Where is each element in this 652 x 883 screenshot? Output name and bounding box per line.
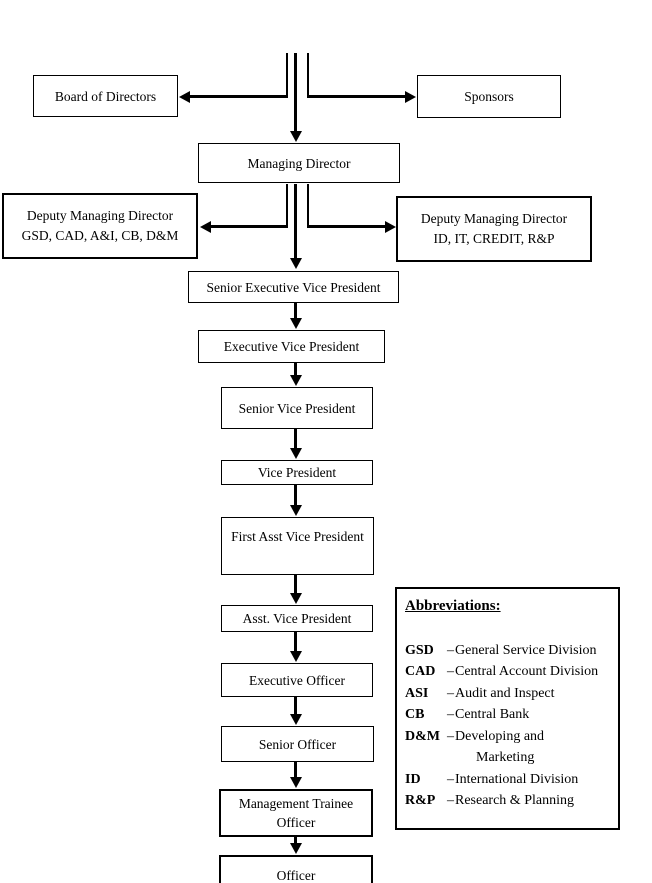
node-senior-vice-president-label: Senior Vice President — [238, 400, 356, 416]
node-vice-president-label: Vice President — [257, 465, 337, 480]
arrow-to-mgmt-trainee-icon — [290, 777, 302, 788]
node-officer-label: Officer — [276, 867, 316, 883]
node-first-asst-vice-president: First Asst Vice President — [221, 517, 374, 575]
connector-so-mto-line — [294, 762, 297, 778]
abbreviation-dash: – — [447, 728, 454, 744]
abbreviation-dash: – — [447, 642, 454, 658]
node-managing-director-label: Managing Director — [247, 155, 351, 171]
arrow-to-sevp-icon — [290, 258, 302, 269]
node-executive-vice-president: Executive Vice President — [198, 330, 385, 363]
top-branch-right-line — [307, 53, 309, 97]
arrow-to-managing-director-icon — [290, 131, 302, 142]
node-management-trainee-officer-line1: Management Trainee — [238, 796, 354, 811]
node-deputy-md-right: Deputy Managing Director ID, IT, CREDIT,… — [396, 196, 592, 262]
connector-mto-officer-line — [294, 837, 297, 845]
node-asst-vice-president-label: Asst. Vice President — [242, 611, 352, 626]
abbreviations-box: Abbreviations: GSD – General Service Div… — [395, 587, 620, 830]
arrow-to-sponsors-icon — [405, 91, 416, 103]
node-senior-executive-vice-president-label: Senior Executive Vice President — [206, 279, 381, 295]
node-executive-officer-label: Executive Officer — [248, 672, 346, 688]
arrow-to-senior-officer-icon — [290, 714, 302, 725]
abbreviation-dash: – — [447, 793, 454, 808]
connector-favp-avp-line — [294, 575, 297, 594]
node-executive-vice-president-label: Executive Vice President — [223, 339, 360, 354]
node-executive-officer: Executive Officer — [221, 663, 373, 697]
node-senior-executive-vice-president: Senior Executive Vice President — [188, 271, 399, 303]
connector-svp-vp-line — [294, 429, 297, 448]
node-officer: Officer — [219, 855, 373, 883]
top-branch-left-line — [286, 53, 288, 97]
branch-to-deputy-left-line — [208, 225, 288, 228]
node-first-asst-vice-president-label: First Asst Vice President — [231, 529, 364, 544]
node-board-of-directors: Board of Directors — [33, 75, 178, 117]
arrow-to-officer-icon — [290, 843, 302, 854]
abbreviation-entry-dm: D&M – Developing and Marketing — [405, 726, 612, 769]
abbreviation-key: CB — [405, 707, 425, 722]
arrow-to-evp-icon — [290, 318, 302, 329]
abbreviation-entry-cb: CB – Central Bank — [405, 704, 612, 726]
node-senior-vice-president: Senior Vice President — [221, 387, 373, 429]
abbreviation-definition: Research & Planning — [455, 793, 574, 808]
abbreviation-key: ID — [405, 771, 421, 787]
top-center-line — [294, 53, 297, 132]
node-senior-officer: Senior Officer — [221, 726, 374, 762]
node-vice-president: Vice President — [221, 460, 373, 485]
connector-vp-favp-line — [294, 485, 297, 506]
node-deputy-md-left-line1: Deputy Managing Director — [26, 208, 174, 223]
abbreviation-dash: – — [447, 664, 454, 679]
abbreviation-definition: Developing and Marketing — [455, 728, 545, 766]
arrow-to-favp-icon — [290, 505, 302, 516]
deputy-branch-left-line — [286, 184, 288, 227]
arrow-to-board-icon — [179, 91, 190, 103]
abbreviation-dash: – — [447, 771, 454, 787]
abbreviation-key: CAD — [405, 664, 436, 679]
abbreviation-entry-asi: ASI – Audit and Inspect — [405, 683, 612, 705]
arrow-to-deputy-right-icon — [385, 221, 396, 233]
arrow-to-deputy-left-icon — [200, 221, 211, 233]
branch-to-sponsors-line — [307, 95, 406, 98]
connector-sevp-evp-line — [294, 303, 297, 320]
branch-to-board-line — [187, 95, 288, 98]
node-managing-director: Managing Director — [198, 143, 400, 183]
abbreviation-key: D&M — [405, 728, 440, 744]
abbreviation-entry-gsd: GSD – General Service Division — [405, 640, 612, 662]
node-sponsors: Sponsors — [417, 75, 561, 118]
node-asst-vice-president: Asst. Vice President — [221, 605, 373, 632]
arrow-to-svp-icon — [290, 375, 302, 386]
abbreviation-definition: Central Account Division — [455, 664, 599, 679]
abbreviation-entry-rp: R&P – Research & Planning — [405, 790, 612, 812]
node-deputy-md-left-line2: GSD, CAD, A&I, CB, D&M — [21, 228, 179, 243]
node-sponsors-label: Sponsors — [464, 89, 514, 104]
abbreviation-definition: International Division — [455, 771, 579, 787]
node-deputy-md-left: Deputy Managing Director GSD, CAD, A&I, … — [2, 193, 198, 259]
abbreviation-entry-id: ID – International Division — [405, 769, 612, 791]
abbreviation-definition: Central Bank — [455, 707, 530, 722]
node-management-trainee-officer-line2: Officer — [276, 815, 316, 830]
node-senior-officer-label: Senior Officer — [258, 736, 337, 752]
abbreviation-key: GSD — [405, 642, 434, 658]
abbreviation-key: ASI — [405, 685, 429, 701]
abbreviation-dash: – — [447, 685, 454, 701]
branch-to-deputy-right-line — [307, 225, 387, 228]
connector-eo-so-line — [294, 697, 297, 715]
node-management-trainee-officer: Management Trainee Officer — [219, 789, 373, 837]
abbreviation-entry-cad: CAD – Central Account Division — [405, 661, 612, 683]
abbreviation-definition: General Service Division — [455, 642, 597, 658]
connector-avp-eo-line — [294, 632, 297, 652]
center-line-to-sevp — [294, 184, 297, 258]
arrow-to-vp-icon — [290, 448, 302, 459]
connector-evp-svp-line — [294, 363, 297, 376]
abbreviation-key: R&P — [405, 793, 436, 808]
node-deputy-md-right-line1: Deputy Managing Director — [420, 211, 568, 226]
abbreviations-title: Abbreviations: — [405, 598, 501, 614]
node-deputy-md-right-line2: ID, IT, CREDIT, R&P — [433, 231, 555, 246]
deputy-branch-right-line — [307, 184, 309, 227]
node-board-of-directors-label: Board of Directors — [54, 88, 157, 104]
arrow-to-executive-officer-icon — [290, 651, 302, 662]
arrow-to-avp-icon — [290, 593, 302, 604]
abbreviation-dash: – — [447, 707, 454, 722]
abbreviation-definition: Audit and Inspect — [455, 685, 555, 701]
